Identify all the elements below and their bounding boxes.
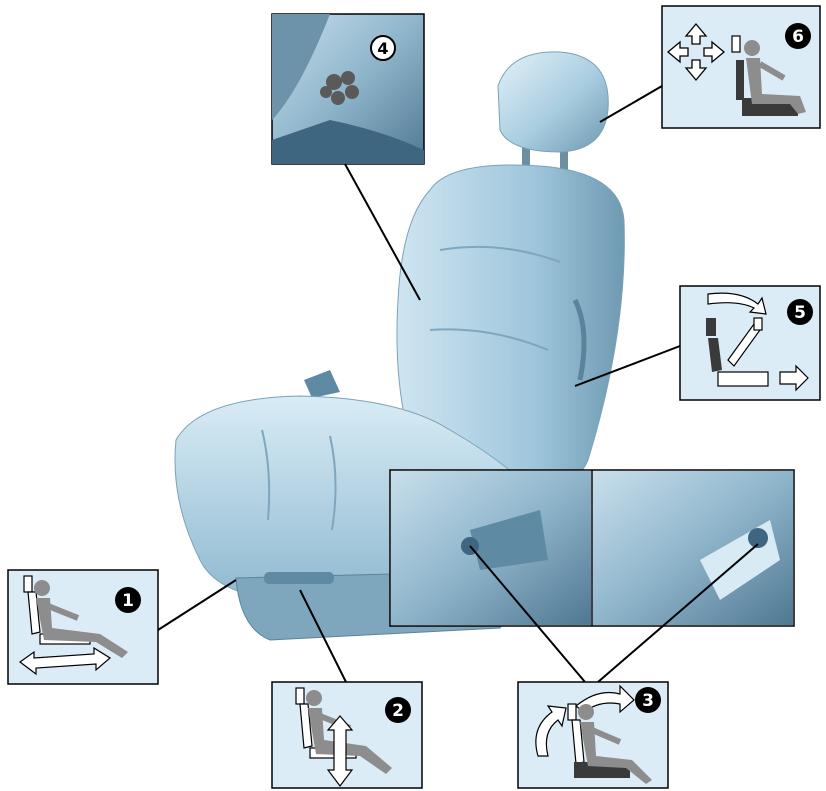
callout-6-label: 6 bbox=[792, 27, 804, 47]
callout-1-label: 1 bbox=[122, 591, 134, 611]
callout-panel-3: 3 bbox=[518, 682, 668, 788]
mechanism-detail-inset bbox=[390, 470, 794, 626]
callout-panel-6: 6 bbox=[662, 6, 820, 128]
callout-panel-1: 1 bbox=[8, 570, 158, 684]
callout-4-label: 4 bbox=[377, 39, 388, 58]
callout-5-label: 5 bbox=[794, 303, 806, 323]
callout-panel-2: 2 bbox=[272, 682, 422, 788]
callout-panel-5: 5 bbox=[680, 286, 820, 400]
callout-3-label: 3 bbox=[642, 691, 654, 711]
callout-2-label: 2 bbox=[392, 701, 404, 721]
lumbar-detail-inset: 4 bbox=[272, 14, 424, 164]
